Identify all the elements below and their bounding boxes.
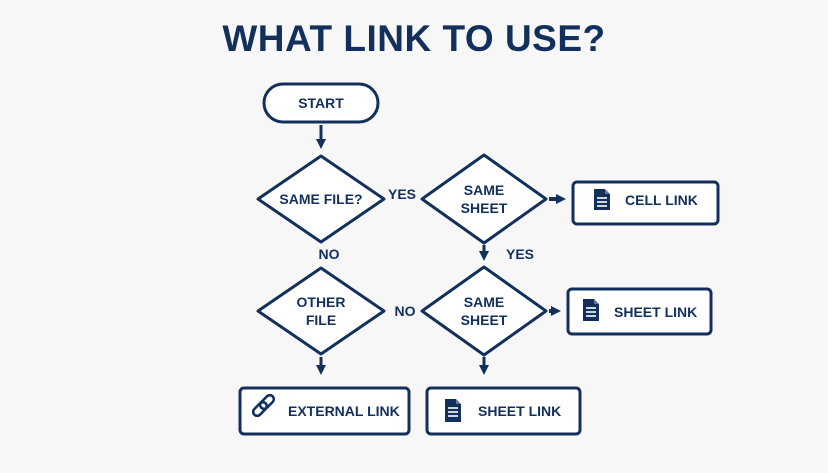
other-file-label-line1: OTHER [297,294,346,310]
edge-label-yes-same-sheet: YES [506,246,534,262]
same-sheet-bottom-label-line1: SAME [464,294,504,310]
start-label: START [298,95,344,111]
other-file-decision: OTHER FILE [256,266,386,356]
edge-label-no-other-file: NO [395,303,416,319]
cell-link-label: CELL LINK [625,192,698,208]
other-file-label-line2: FILE [306,312,336,328]
same-sheet-top-label-line2: SHEET [461,200,508,216]
edge-label-no-same-file: NO [319,246,340,262]
page-title: WHAT LINK TO USE? [222,18,606,59]
chain-link-icon [251,393,276,418]
edge-label-yes-same-file: YES [388,186,416,202]
start-node: START [262,82,380,124]
document-icon [594,189,610,210]
same-sheet-bottom-decision: SAME SHEET [420,265,548,357]
same-sheet-bottom-label-line2: SHEET [461,312,508,328]
sheet-link-bottom-label: SHEET LINK [478,403,561,419]
sheet-link-right-box: SHEET LINK [566,287,713,336]
same-file-label: SAME FILE? [279,191,362,207]
document-icon [445,399,461,422]
sheet-link-bottom-box: SHEET LINK [425,386,582,436]
same-sheet-top-label-line1: SAME [464,182,504,198]
same-sheet-top-decision: SAME SHEET [420,153,548,245]
cell-link-box: CELL LINK [571,180,720,226]
same-file-decision: SAME FILE? [256,154,386,244]
sheet-link-right-label: SHEET LINK [614,304,697,320]
document-icon [583,299,599,321]
external-link-label: EXTERNAL LINK [288,403,400,419]
external-link-box: EXTERNAL LINK [238,386,411,436]
